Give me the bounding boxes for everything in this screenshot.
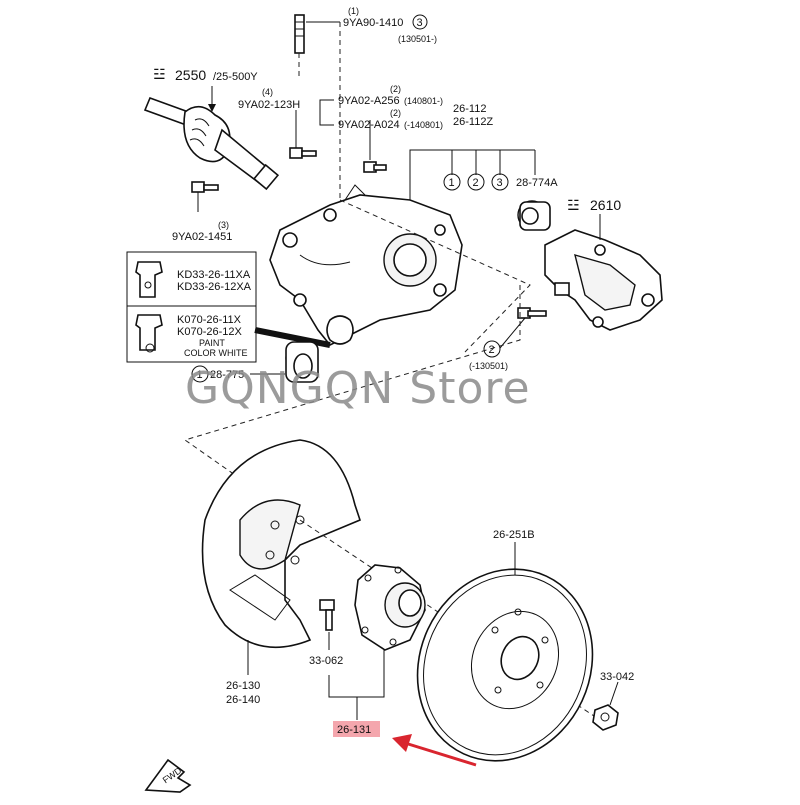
bush-partno: 28-775 (210, 369, 244, 381)
hub-highlight (333, 721, 380, 737)
steering-knuckle (269, 184, 463, 347)
bolt3-qty: (3) (218, 220, 229, 230)
disc-partno: 26-251B (493, 529, 535, 541)
fwd-arrow-icon (144, 758, 192, 793)
bolt2b-qty: (2) (390, 108, 401, 118)
nut-partno: 33-042 (600, 671, 634, 683)
upper-stud (294, 14, 341, 200)
bolt-4 (289, 110, 317, 159)
inset2-partno-b: K070-26-12X (177, 326, 242, 338)
stud-top-date: (130501-) (398, 34, 437, 44)
shield-partno-a: 26-130 (226, 680, 260, 692)
stud-top-circle (412, 14, 428, 30)
bolt4-partno: 9YA02-123H (238, 99, 300, 111)
store-watermark: GQNGQN Store (185, 363, 531, 414)
bolt-2 (319, 99, 387, 173)
brake-caliper (544, 229, 663, 331)
caliper-bolt-circle: 2 (489, 344, 495, 356)
knuckle-circle-3: 3 (497, 177, 503, 189)
brake-disc (416, 568, 594, 762)
bolt-3 (191, 181, 219, 212)
stud-top-circle-num: 3 (417, 17, 423, 29)
knuckle-partno-b: 26-112Z (453, 116, 493, 128)
knuckle-circle-1: 1 (449, 177, 455, 189)
bolt2a-date: (140801-) (404, 96, 443, 106)
caliper-bolt-date: (-130501) (469, 361, 508, 371)
bush-kit-partno: 28-774A (516, 177, 558, 189)
hub-nut (592, 681, 619, 731)
bolt3-partno: 9YA02-1451 (172, 231, 232, 243)
stud-top-partno: 9YA90-1410 (343, 17, 403, 29)
inset2-color: COLOR WHITE (184, 348, 248, 358)
driveshaft-partno: 2550 (175, 67, 206, 83)
stud-top-qty: (1) (348, 6, 359, 16)
bolt2a-partno: 9YA02-A256 (338, 95, 400, 107)
shield-partno-b: 26-140 (226, 694, 260, 706)
dust-shield (201, 439, 361, 648)
inset2-partno-a: K070-26-11X (177, 314, 242, 326)
driveshaft-icon-glyph: ☳ (153, 66, 166, 82)
inset2-paint: PAINT (199, 338, 225, 348)
inset-box (126, 251, 257, 363)
knuckle-circle-2: 2 (473, 177, 479, 189)
drive-shaft-icon (143, 96, 280, 191)
hub-partno: 26-131 (337, 724, 371, 736)
caliper-bolt (499, 307, 547, 349)
knuckle-partno-a: 26-112 (453, 103, 486, 115)
bolt2a-qty: (2) (390, 84, 401, 94)
bushing-28-775 (285, 341, 319, 383)
red-arrow (392, 734, 477, 767)
inset1-partno-a: KD33-26-11XA (177, 269, 251, 281)
hub-bolt (319, 599, 335, 650)
bolt2b-date: (-140801) (404, 120, 443, 130)
bolt2b-partno: 9YA02-A024 (338, 119, 400, 131)
caliper-partno: 2610 (590, 197, 621, 213)
wheel-hub (354, 564, 426, 651)
bolt4-qty: (4) (262, 87, 273, 97)
bushing-28-774a (517, 200, 551, 231)
bush-circle: 1 (197, 369, 203, 381)
hubbolt-partno: 33-062 (309, 655, 343, 667)
driveshaft-partno-sub: /25-500Y (213, 71, 258, 83)
caliper-icon-glyph: ☳ (567, 197, 580, 213)
inset1-partno-b: KD33-26-12XA (177, 281, 252, 293)
